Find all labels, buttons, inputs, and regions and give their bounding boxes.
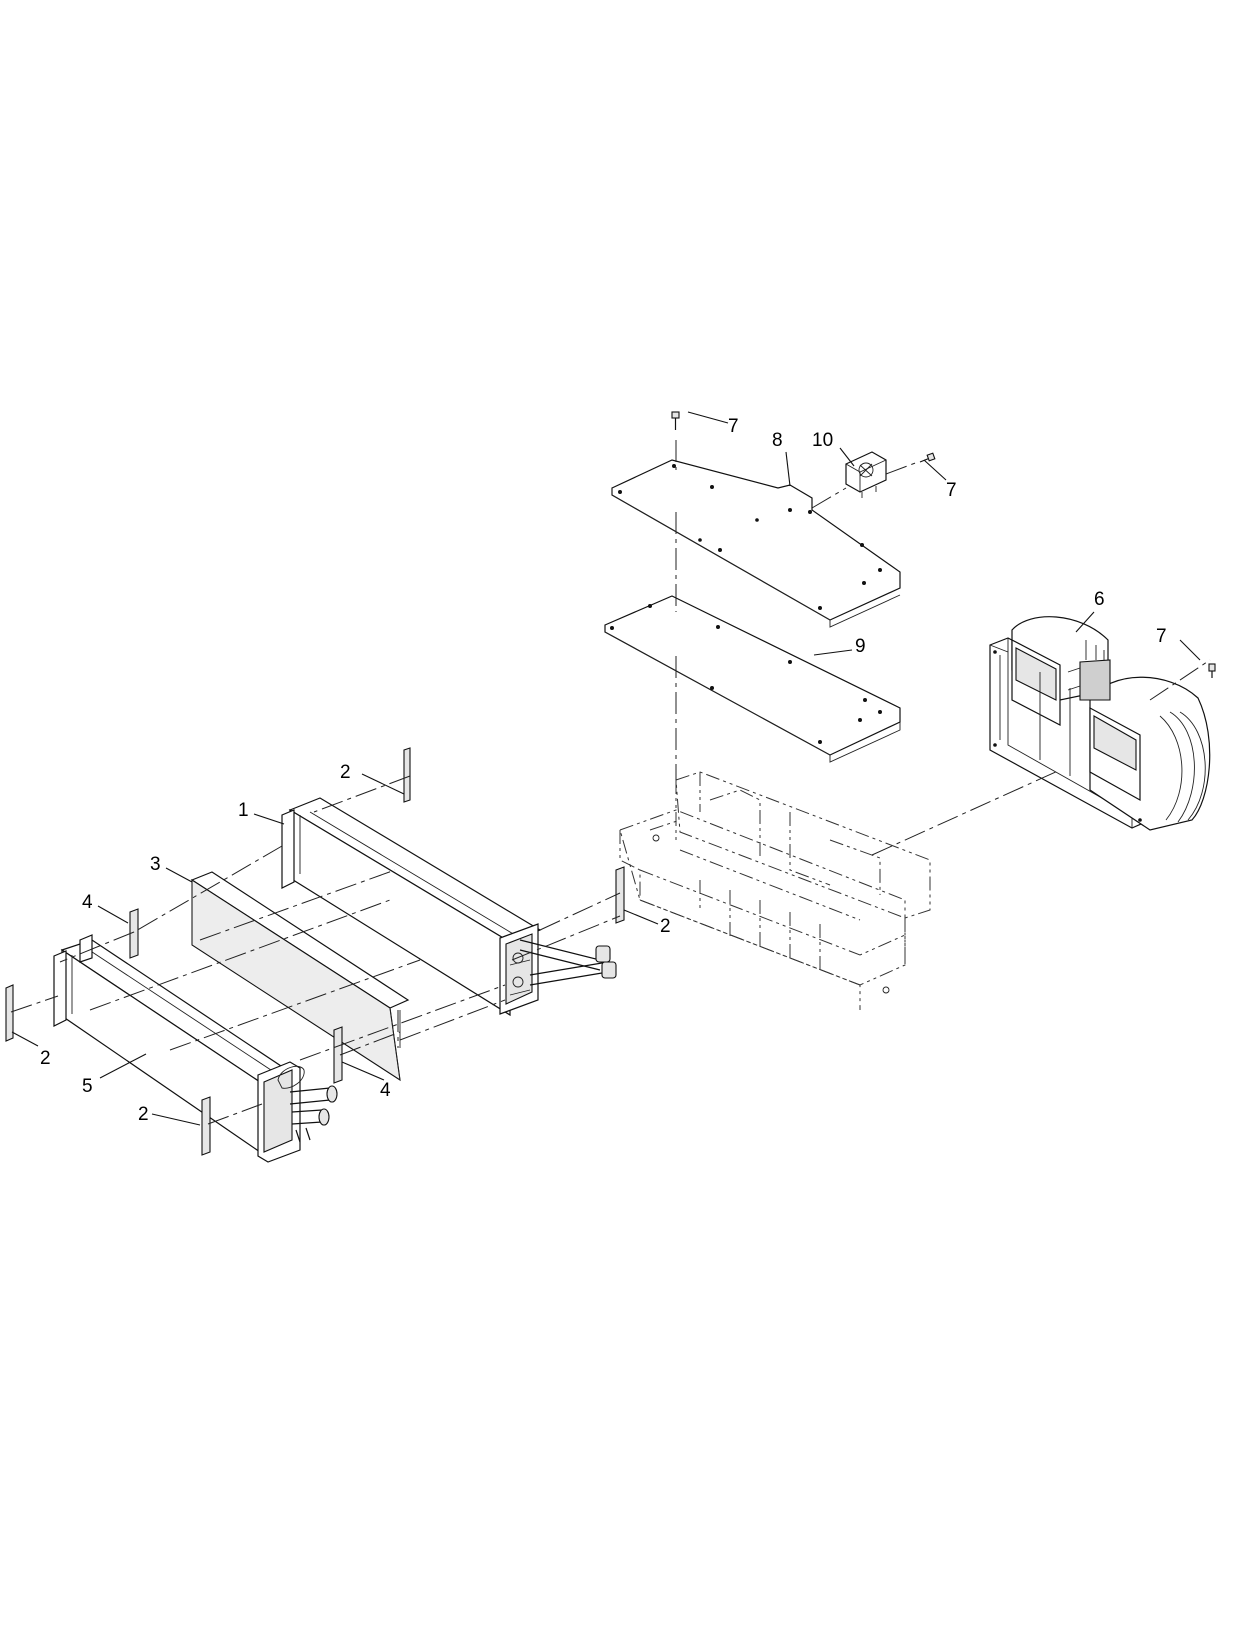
pad-2-left — [5, 984, 14, 1042]
blower-assembly-6 — [989, 616, 1211, 831]
housing-frame-phantom — [619, 771, 931, 1010]
leader-lines — [11, 411, 1201, 1126]
callout-4-lower: 4 — [380, 1080, 391, 1101]
pad-2-top — [403, 747, 411, 803]
callout-3: 3 — [150, 854, 161, 875]
callout-2-bottom: 2 — [138, 1104, 149, 1125]
core-1 — [281, 797, 617, 1017]
callout-6: 6 — [1094, 589, 1105, 610]
callout-10: 10 — [812, 430, 833, 451]
pad-4-upper — [129, 908, 139, 959]
pad-2-bottom — [201, 1096, 211, 1156]
pad-4-lower — [333, 1026, 343, 1084]
callout-4-upper: 4 — [82, 892, 93, 913]
cover-panel-8 — [611, 459, 901, 628]
screw-7-top — [671, 411, 680, 430]
callout-8: 8 — [772, 430, 783, 451]
filter-3 — [190, 871, 410, 1082]
switch-10 — [845, 451, 887, 498]
callout-2-left: 2 — [40, 1048, 51, 1069]
callout-2-top: 2 — [340, 762, 351, 783]
callout-5: 5 — [82, 1076, 93, 1097]
callout-9: 9 — [855, 636, 866, 657]
screw-7-blower — [1208, 663, 1216, 678]
screw-7-switch — [919, 452, 936, 463]
callout-7-blower: 7 — [1156, 626, 1167, 647]
pad-2-right — [615, 866, 625, 924]
callout-7-top: 7 — [728, 416, 739, 437]
filter-panel-9 — [604, 595, 901, 763]
callout-7-switch: 7 — [946, 480, 957, 501]
callout-1: 1 — [238, 800, 249, 821]
callout-2-right: 2 — [660, 916, 671, 937]
